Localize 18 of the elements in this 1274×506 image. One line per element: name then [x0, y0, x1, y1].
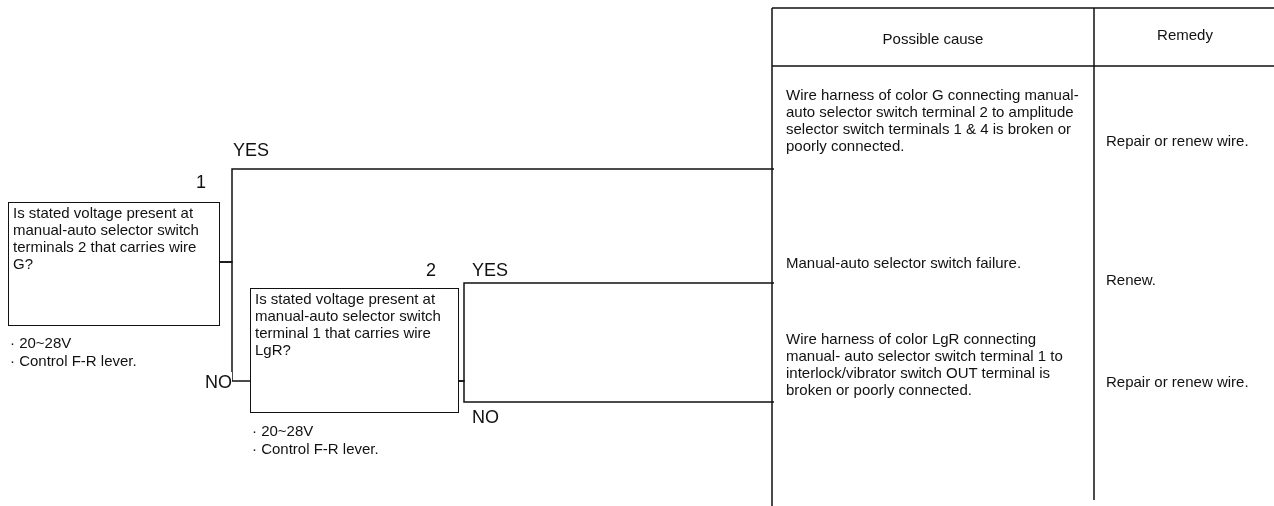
decision-box: Is stated voltage present at manual-auto selector switch terminal 1 that carries wire LgR? [250, 288, 459, 413]
note-text: · 20~28V [10, 334, 72, 351]
column-header: Possible cause [881, 30, 985, 47]
step-number: 1 [196, 172, 206, 192]
table-cell-text: Repair or renew wire. [1106, 373, 1250, 390]
table-cell-text: Repair or renew wire. [1106, 132, 1250, 149]
note-text: · 20~28V [252, 422, 314, 439]
table-cell-text: Renew. [1106, 271, 1158, 288]
decision-box: Is stated voltage present at manual-auto selector switch terminals 2 that carries wire G? [8, 202, 220, 326]
cause-text: Wire harness of color LgR connecting manual- auto selector switch terminal 1 to interlock/vibrator switch OUT terminal is broken or poorly connected. [774, 330, 1092, 398]
step-number: 2 [426, 260, 436, 280]
note-text: · Control F-R lever. [10, 352, 137, 369]
connector-line [219, 261, 251, 382]
note-text: · Control F-R lever. [252, 440, 379, 457]
cause-text: Manual-auto selector switch failure. [774, 254, 1092, 271]
column-header: Remedy [1156, 26, 1214, 43]
connector-line [458, 380, 775, 403]
cause-text: Wire harness of color G connecting manual-auto selector switch terminal 2 to amplitude selector switch terminals 1 & 4 is broken or poorly connected. [774, 86, 1092, 154]
